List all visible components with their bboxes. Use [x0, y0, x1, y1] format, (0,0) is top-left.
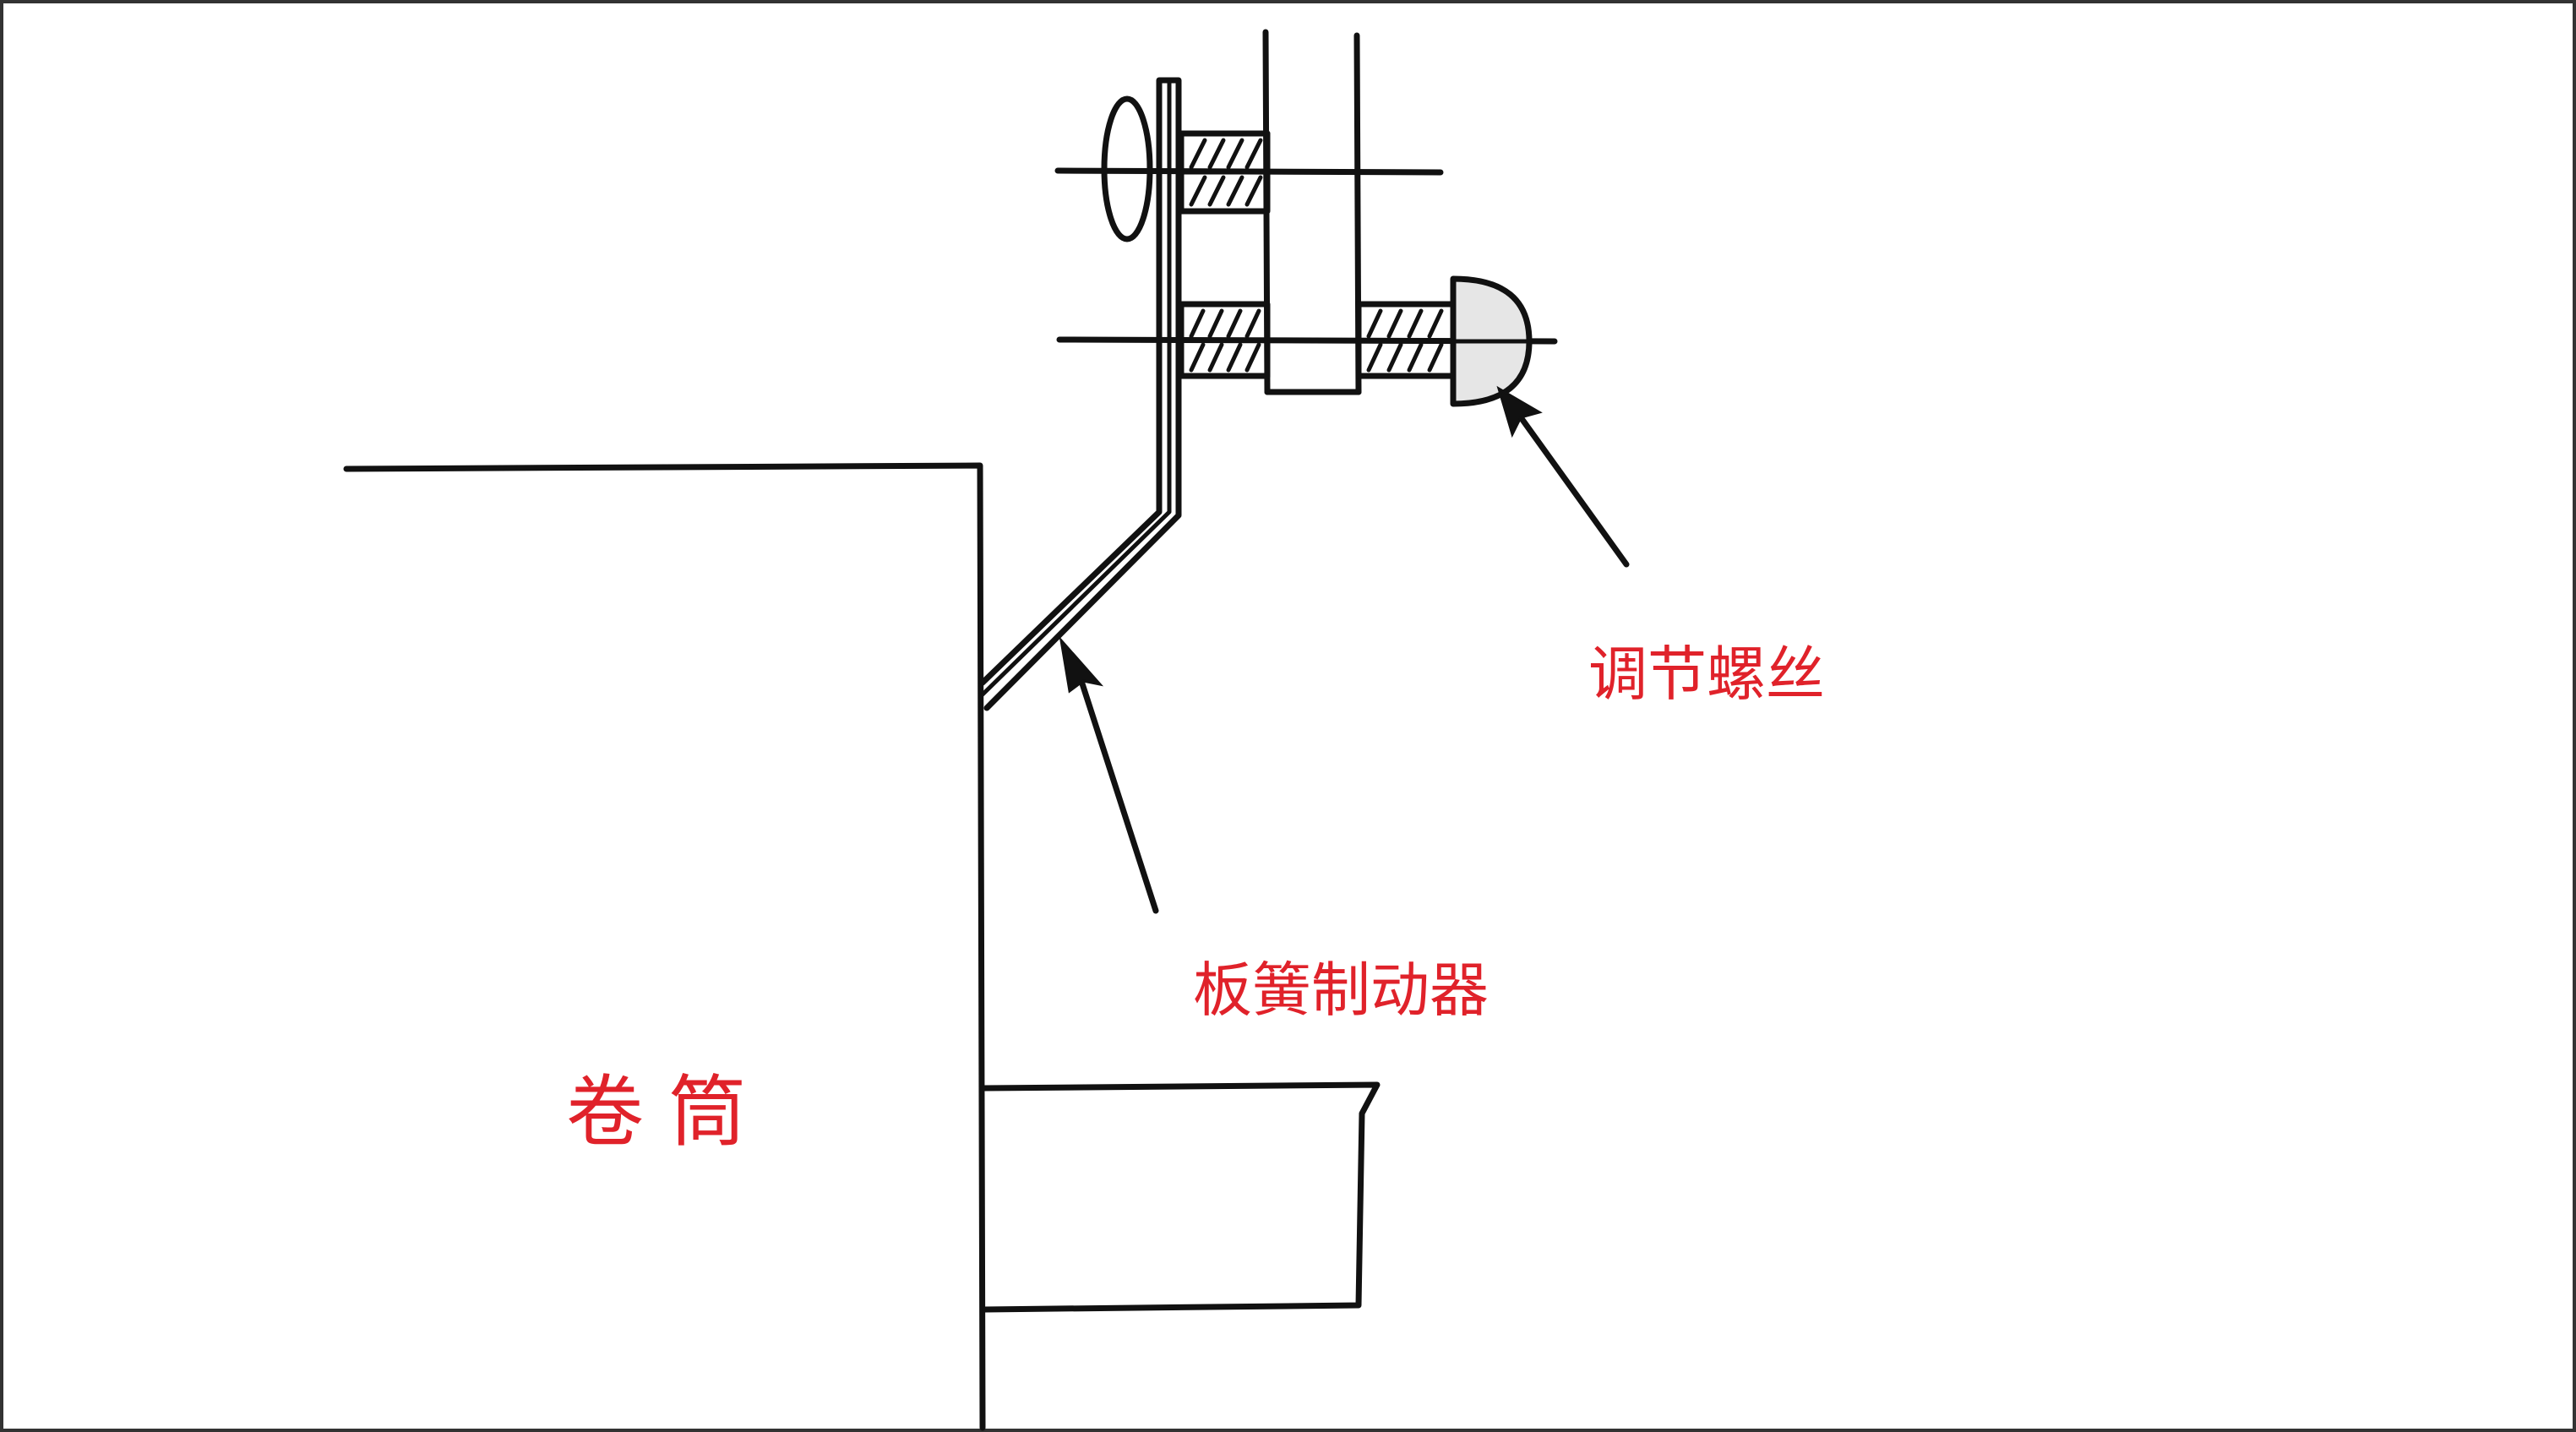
thread-upper-hatch	[1189, 138, 1263, 207]
thread-lower-left-hatch	[1189, 308, 1261, 373]
drum	[343, 462, 986, 1431]
lower-block-outline	[981, 1081, 1381, 1313]
thread-block-upper	[1178, 130, 1271, 215]
drum-outline	[343, 462, 986, 1431]
label-spring-brake: 板簧制动器	[1193, 956, 1489, 1025]
label-adjusting-screw: 调节螺丝	[1588, 640, 1825, 709]
arrow-spring-brake-shaft	[1076, 672, 1159, 914]
arrow-adjusting-screw-shaft	[1517, 414, 1630, 568]
label-drum: 卷 筒	[566, 1067, 746, 1157]
arrow-spring-brake-head	[1059, 636, 1104, 694]
arrow-spring-brake	[1059, 636, 1159, 914]
lower-block	[981, 1081, 1381, 1313]
thread-lower-right-hatch	[1366, 308, 1444, 373]
thread-block-lower-left	[1178, 301, 1271, 379]
arrow-adjusting-screw-head	[1496, 385, 1543, 438]
leaf-spring	[979, 77, 1182, 711]
arrow-adjusting-screw	[1496, 385, 1630, 568]
thread-block-lower-left-frame	[1178, 301, 1271, 379]
adjusting-screw-head	[1450, 275, 1533, 407]
leaf-spring-inner	[980, 78, 1172, 697]
